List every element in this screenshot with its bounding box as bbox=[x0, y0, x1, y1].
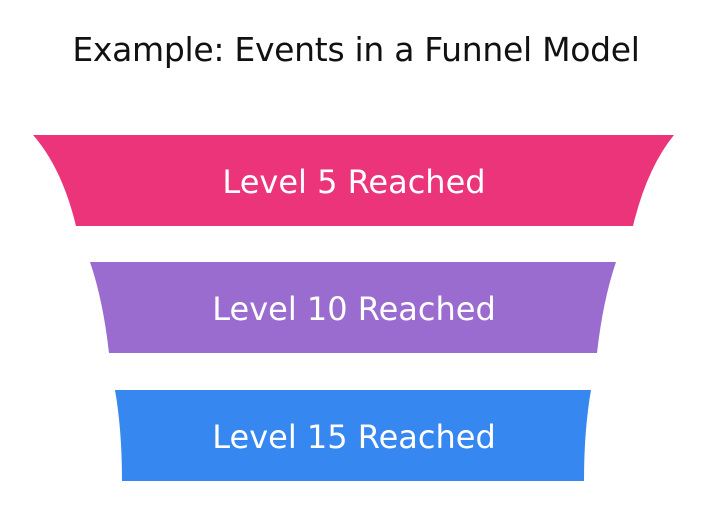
funnel-stage-3-shape bbox=[115, 390, 591, 481]
funnel-stage-2-shape bbox=[90, 262, 616, 353]
funnel-stage-2-label: Level 10 Reached bbox=[212, 290, 496, 328]
funnel-stage-3-label: Level 15 Reached bbox=[212, 418, 496, 456]
funnel-stage-1-label: Level 5 Reached bbox=[222, 163, 485, 201]
diagram-title: Example: Events in a Funnel Model bbox=[72, 30, 640, 69]
funnel-stage-1-shape bbox=[33, 135, 674, 226]
